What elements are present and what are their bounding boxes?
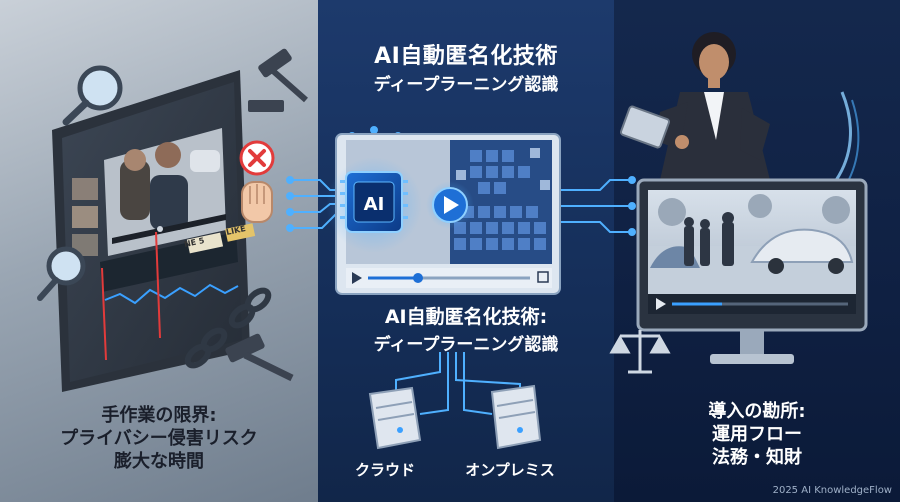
- broken-chain-icon: [184, 287, 272, 369]
- right-caption-line2: 運用フロー: [712, 424, 802, 445]
- play-icon: [426, 181, 474, 229]
- onprem-label: オンプレミス: [465, 461, 555, 479]
- cloud-label: クラウド: [354, 461, 415, 479]
- stop-hand-icon: [241, 181, 273, 223]
- editing-monitor: [52, 70, 256, 392]
- gavel-icon: [248, 48, 308, 112]
- title-subtitle: ディープラーニング認識: [373, 75, 559, 95]
- left-caption-line2: プライバシー侵害リスク: [60, 428, 258, 449]
- copyright: 2025 AI KnowledgeFlow: [772, 485, 892, 496]
- ai-chip-icon: AI: [326, 157, 422, 253]
- gavel-icon: [225, 333, 294, 382]
- error-icon: [239, 140, 275, 176]
- right-caption-line1: 導入の勘所:: [708, 401, 806, 422]
- right-caption-line3: 法務・知財: [712, 447, 802, 468]
- cloud-server-icon: [368, 386, 422, 450]
- businesswoman-figure: [619, 32, 770, 180]
- middle-caption-line1: AI自動匿名化技術:: [384, 306, 548, 328]
- onprem-server-icon: [490, 384, 542, 450]
- left-caption-line1: 手作業の限界:: [101, 405, 217, 426]
- chip-label: AI: [364, 194, 385, 215]
- magnifier-icon: [62, 65, 123, 126]
- scales-of-justice-icon: [609, 330, 671, 374]
- middle-caption-line2: ディープラーニング認識: [373, 335, 559, 355]
- left-caption-line3: 膨大な時間: [114, 451, 204, 472]
- magnifier-icon: [37, 246, 86, 301]
- presentation-monitor: [636, 178, 868, 364]
- title-main: AI自動匿名化技術: [374, 44, 558, 69]
